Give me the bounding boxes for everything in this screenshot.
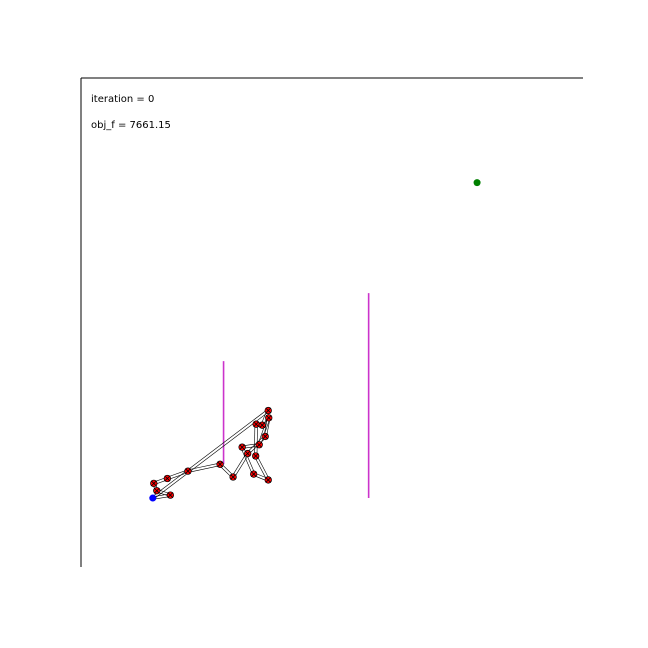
- path-segment: [151, 409, 268, 498]
- waypoint-cross: [256, 441, 263, 448]
- waypoint-cross: [164, 475, 171, 482]
- waypoint-marker: [252, 452, 260, 460]
- path-segment: [153, 411, 270, 500]
- waypoint-cross: [250, 471, 257, 477]
- waypoint-cross: [167, 492, 174, 498]
- waypoint-cross: [265, 477, 272, 483]
- path-segment: [167, 472, 189, 480]
- waypoints: [149, 179, 481, 502]
- waypoint-cross: [217, 461, 223, 468]
- waypoint-cross: [185, 468, 191, 475]
- waypoint-marker: [250, 470, 258, 478]
- path-segment: [166, 469, 188, 478]
- waypoint-marker: [184, 467, 192, 475]
- waypoint-cross: [239, 444, 246, 451]
- waypoint-cross: [244, 450, 251, 457]
- path-segment: [254, 456, 268, 481]
- start-point: [149, 494, 157, 502]
- waypoint-cross: [265, 407, 272, 414]
- obstacles: [222, 293, 370, 499]
- waypoint-marker: [150, 479, 158, 488]
- waypoint-marker: [216, 460, 224, 468]
- objective-label: obj_f = 7661.15: [91, 120, 171, 131]
- path-segment: [256, 455, 270, 480]
- path-segments: [151, 409, 271, 500]
- path-segment: [256, 424, 258, 457]
- path-segment: [254, 424, 256, 456]
- waypoint-cross: [252, 453, 259, 459]
- axes: [80, 77, 583, 567]
- waypoint-marker: [252, 420, 260, 428]
- waypoint-marker: [258, 421, 266, 429]
- path-segment: [233, 454, 250, 478]
- waypoint-cross: [253, 421, 260, 428]
- path-segment: [257, 417, 268, 445]
- waypoint-marker: [264, 476, 272, 484]
- waypoint-marker: [265, 414, 273, 422]
- path-segment: [240, 447, 253, 475]
- path-segment: [231, 452, 247, 477]
- path-segment: [187, 462, 220, 471]
- waypoint-cross: [265, 414, 272, 421]
- path-segment: [260, 418, 271, 446]
- waypoint-marker: [255, 441, 263, 449]
- iteration-label: iteration = 0: [91, 94, 154, 105]
- waypoint-cross: [153, 487, 160, 494]
- waypoint-cross: [150, 480, 157, 487]
- waypoint-marker: [166, 491, 175, 499]
- waypoint-marker: [244, 449, 252, 458]
- waypoint-cross: [230, 474, 236, 480]
- waypoint-marker: [153, 487, 161, 495]
- waypoint-cross: [262, 433, 269, 440]
- goal-point: [473, 179, 481, 187]
- waypoint-marker: [229, 473, 237, 481]
- waypoint-marker: [261, 432, 269, 441]
- waypoint-marker: [238, 443, 246, 451]
- waypoint-marker: [163, 474, 171, 483]
- path-segment: [188, 465, 221, 473]
- waypoint-cross: [259, 422, 266, 429]
- waypoint-marker: [264, 406, 272, 415]
